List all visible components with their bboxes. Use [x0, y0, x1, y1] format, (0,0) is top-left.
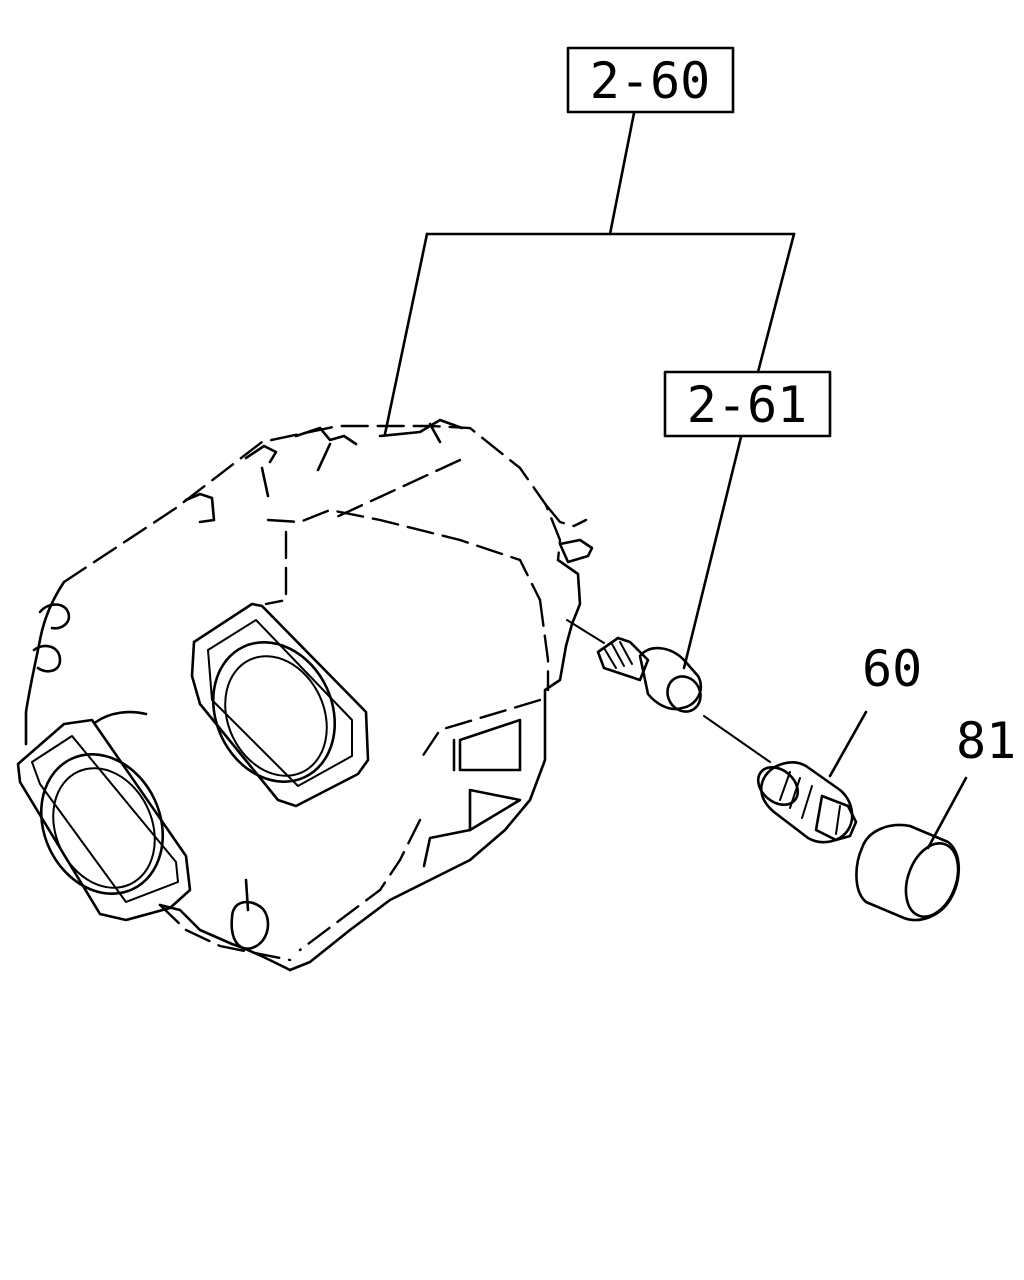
left-flange: [16, 710, 192, 922]
pressure-switch[interactable]: [596, 636, 707, 718]
leader-lines: [383, 111, 968, 850]
ref-box-2-60[interactable]: 2-60: [566, 46, 735, 114]
cap-81[interactable]: [855, 823, 967, 924]
sensor-60[interactable]: [751, 760, 858, 844]
transmission-housing[interactable]: [16, 418, 594, 972]
ref-label-2-60: 2-60: [590, 52, 710, 110]
ref-label-2-61: 2-61: [687, 376, 807, 434]
part-label-60[interactable]: 60: [862, 640, 922, 698]
ref-box-2-61[interactable]: 2-61: [663, 370, 832, 438]
right-flange: [190, 602, 370, 808]
part-label-81[interactable]: 81: [956, 712, 1016, 770]
